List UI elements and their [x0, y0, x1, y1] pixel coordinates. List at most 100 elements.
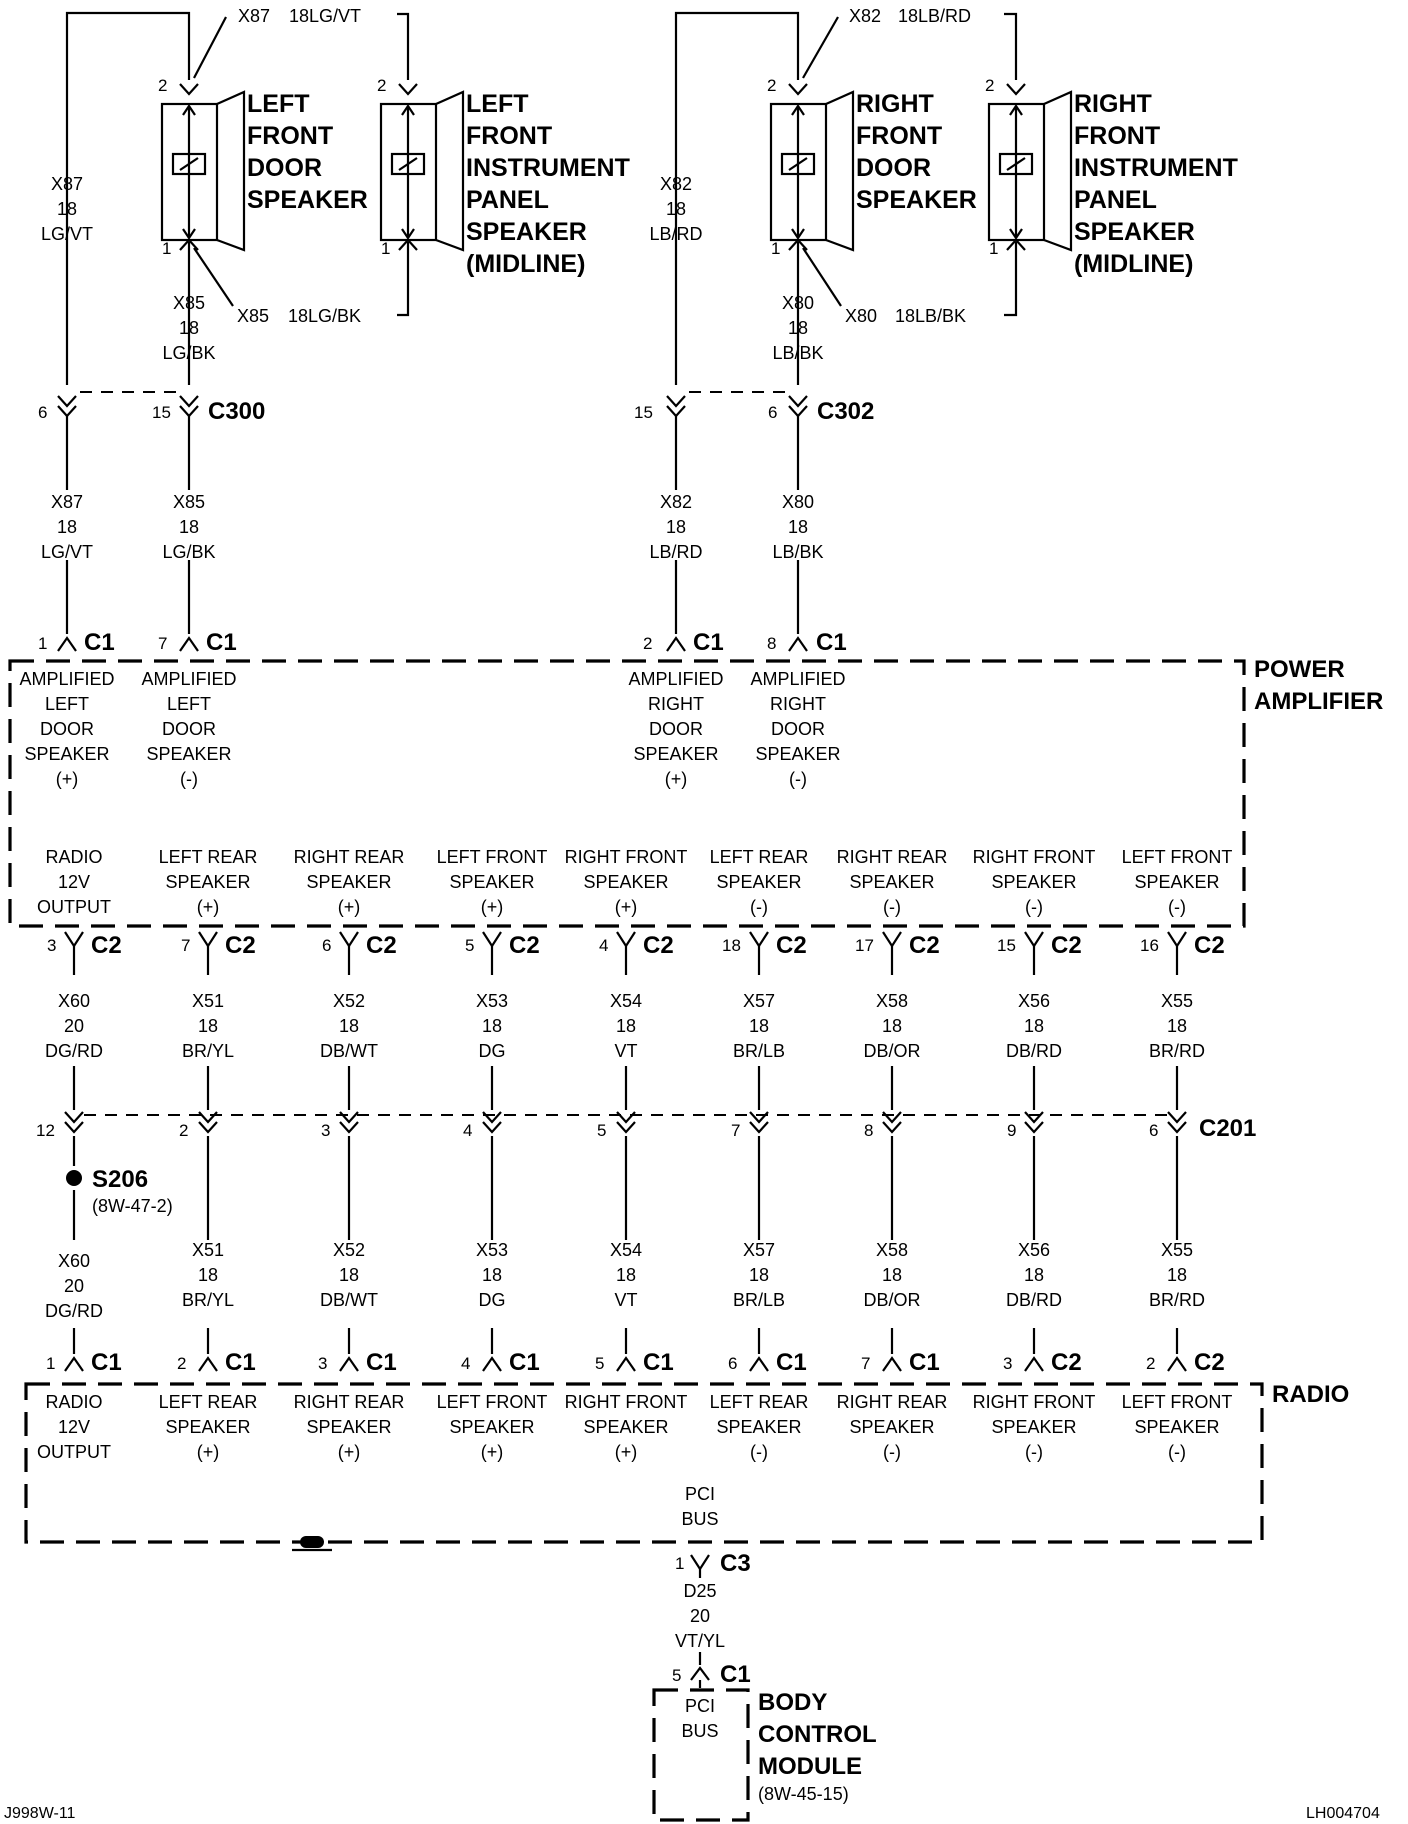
radio-label: (-) [750, 1442, 768, 1462]
amp-label: SPEAKER [146, 744, 231, 764]
bcm-pin-connector: C1 [720, 1661, 751, 1688]
amp-label: LEFT REAR [159, 847, 258, 867]
wire-label: BR/RD [1149, 1041, 1205, 1061]
amp-label: (-) [789, 769, 807, 789]
wire-label: 18 [1024, 1016, 1044, 1036]
radio-pin-connector: C1 [776, 1349, 807, 1376]
wire-label: BR/LB [733, 1041, 785, 1061]
amp-c2-pin-connector: C2 [909, 932, 940, 959]
amp-label: (-) [750, 897, 768, 917]
amp-c2-pin-connector: C2 [643, 932, 674, 959]
amp-upper-labels: AMPLIFIED LEFT DOOR SPEAKER (+) AMPLIFIE… [19, 669, 845, 789]
radio-pin-connector: C1 [225, 1349, 256, 1376]
amp-label: LEFT [45, 694, 89, 714]
wire-label: DB/WT [320, 1041, 378, 1061]
amp-c2-pin-number: 18 [722, 936, 741, 955]
x87-callout-full: 18LG/VT [289, 6, 361, 26]
amp-label: (-) [180, 769, 198, 789]
x82-callout-full: 18LB/RD [898, 6, 971, 26]
splice-dot-icon [66, 1170, 82, 1186]
amp-label: RIGHT REAR [837, 847, 948, 867]
amp-label: LEFT [167, 694, 211, 714]
c302-name: C302 [817, 398, 874, 425]
amp-c2-pin-connector: C2 [1194, 932, 1225, 959]
wire-label: LB/BK [772, 343, 823, 363]
speaker-lf-ip-symbol [379, 83, 465, 252]
radio-pin-connector: C1 [643, 1349, 674, 1376]
c201-name: C201 [1199, 1115, 1256, 1142]
amp-top-pin-connector: C1 [206, 629, 237, 656]
amp-c2-pin-connector: C2 [509, 932, 540, 959]
upper-wire-labels: X87 18 LG/VT X85 18 LG/BK X82 18 LB/RD X… [41, 174, 824, 363]
splice-name: S206 [92, 1166, 148, 1193]
x85-callout-full: 18LG/BK [288, 306, 361, 326]
c3-pin: 1 [675, 1554, 684, 1573]
wire-label: DB/OR [863, 1041, 920, 1061]
radio-pins: 1 C1 2 C1 3 C1 4 C1 5 C1 6 C1 7 C1 3 C2 … [46, 1349, 1225, 1376]
connector-c201: 12 2 3 4 5 7 8 9 6 C201 [36, 1111, 1256, 1142]
x80-callout-leader [802, 247, 842, 307]
connector-c300: 6 15 C300 [38, 391, 265, 425]
amp-c2-pin-number: 17 [855, 936, 874, 955]
bcm-inner-label: BUS [681, 1721, 718, 1741]
amp-c2-pin-connector: C2 [91, 932, 122, 959]
wire-label: X87 [51, 492, 83, 512]
radio-pci-label: PCI [685, 1484, 715, 1504]
radio-label: RIGHT REAR [837, 1392, 948, 1412]
c300-pin-a: 6 [38, 403, 47, 422]
wire-label: BR/YL [182, 1290, 234, 1310]
bcm-title: CONTROL [758, 1721, 877, 1748]
bcm-ref: (8W-45-15) [758, 1784, 849, 1804]
wire-label: 18 [882, 1016, 902, 1036]
radio-pin-number: 1 [46, 1354, 55, 1373]
radio-label: SPEAKER [991, 1417, 1076, 1437]
amp-c2-pin-number: 15 [997, 936, 1016, 955]
amp-top-pins: 1 C1 7 C1 2 C1 8 C1 [38, 629, 847, 656]
radio-pin-connector: C1 [366, 1349, 397, 1376]
footer-left-code: J998W-11 [4, 1805, 76, 1822]
power-amplifier-title: AMPLIFIER [1254, 688, 1383, 715]
rf-door-pin-1: 1 [771, 239, 780, 258]
lf-door-pin-2: 2 [158, 76, 167, 95]
c201-pin: 6 [1149, 1121, 1158, 1140]
amp-label: LEFT FRONT [1122, 847, 1233, 867]
c300-name: C300 [208, 398, 265, 425]
x82-callout-code: X82 [849, 6, 881, 26]
wire-label: 18 [179, 517, 199, 537]
wire-label: X51 [192, 1240, 224, 1260]
radio-label: RIGHT FRONT [565, 1392, 688, 1412]
radio-label: LEFT FRONT [437, 1392, 548, 1412]
mid-wire-labels: X87 18 LG/VT X85 18 LG/BK X82 18 LB/RD X… [41, 492, 824, 562]
radio-label: SPEAKER [165, 1417, 250, 1437]
amp-lower-labels: RADIO 12V OUTPUT LEFT REAR SPEAKER (+) R… [37, 847, 1232, 917]
amp-label: DOOR [162, 719, 216, 739]
lf-ip-title-line: (MIDLINE) [466, 250, 585, 278]
wire-label: 20 [690, 1606, 710, 1626]
amp-top-pin-connector: C1 [693, 629, 724, 656]
rf-door-pin-2: 2 [767, 76, 776, 95]
rf-ip-pin-1: 1 [989, 239, 998, 258]
wire-label: X55 [1161, 1240, 1193, 1260]
rf-door-title-line: RIGHT [856, 90, 934, 118]
wire-label: DB/WT [320, 1290, 378, 1310]
wire-label: 18 [179, 318, 199, 338]
wire-label: 18 [616, 1016, 636, 1036]
radio-label: RIGHT FRONT [973, 1392, 1096, 1412]
d25-labels: D25 20 VT/YL [675, 1581, 725, 1651]
radio-label: (-) [1168, 1442, 1186, 1462]
lf-ip-pin-2: 2 [377, 76, 386, 95]
bcm-title: BODY [758, 1689, 827, 1716]
wire-label: DB/RD [1006, 1290, 1062, 1310]
lf-ip-title-line: LEFT [466, 90, 529, 118]
rf-ip-title-line: RIGHT [1074, 90, 1152, 118]
x87-callout-leader [193, 16, 227, 79]
wire-label: DG [479, 1041, 506, 1061]
amp-label: SPEAKER [755, 744, 840, 764]
rf-door-title-line: DOOR [856, 154, 931, 182]
radio-label: OUTPUT [37, 1442, 111, 1462]
amp-c2-pin-connector: C2 [225, 932, 256, 959]
rf-ip-title-line: (MIDLINE) [1074, 250, 1193, 278]
amp-bottom-pins: 3 C2 7 C2 6 C2 5 C2 4 C2 18 C2 17 C2 15 … [47, 931, 1225, 959]
amp-top-pin-number: 1 [38, 634, 47, 653]
bcm-inner-label: PCI [685, 1696, 715, 1716]
